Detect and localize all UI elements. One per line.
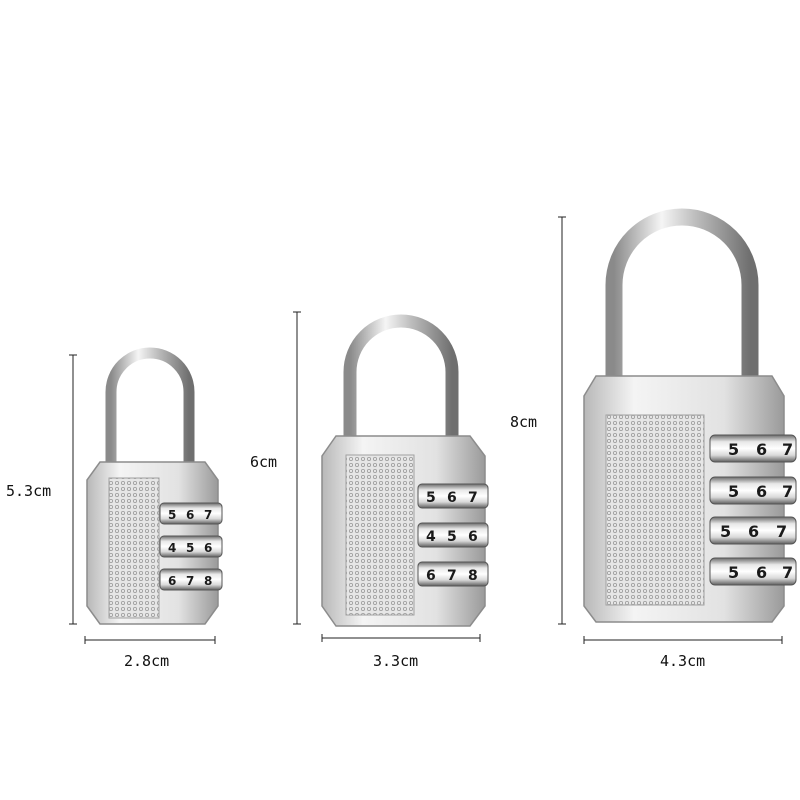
- small-width-dimension-line: [84, 636, 216, 644]
- small-combination-wheels: 5 6 7 4 5 6 6 7 8: [159, 502, 223, 591]
- small-wheel-2-digit-2: 5: [186, 541, 194, 555]
- large-textured-panel: [605, 414, 705, 606]
- medium-padlock: 5 6 7 4 5 6 6 7 8: [293, 311, 489, 642]
- large-wheel-1-digit-1: 5: [728, 440, 739, 459]
- large-padlock: 5 6 7 5 6 7 5 6 7 5 6 7: [558, 208, 797, 644]
- medium-width-label: 3.3cm: [373, 652, 419, 670]
- large-wheel-2-digit-1: 5: [728, 482, 739, 501]
- medium-wheel-1-digit-3: 7: [468, 490, 478, 506]
- large-wheel-2-digit-3: 7: [782, 482, 793, 501]
- medium-height-label: 6cm: [250, 453, 278, 471]
- large-wheel-1-digit-2: 6: [756, 440, 767, 459]
- medium-wheel-1-digit-2: 6: [447, 490, 457, 506]
- small-shackle: [105, 347, 195, 465]
- small-height-dimension-line: [69, 354, 77, 625]
- large-height-dimension-line: [558, 216, 566, 625]
- medium-textured-panel: [345, 454, 415, 616]
- large-wheel-2-digit-2: 6: [756, 482, 767, 501]
- small-wheel-3-digit-3: 8: [204, 574, 212, 588]
- medium-width-dimension-line: [321, 634, 481, 642]
- small-padlock: 5 6 7 4 5 6 6 7 8: [69, 347, 223, 644]
- small-height-label: 5.3cm: [6, 482, 52, 500]
- medium-height-dimension-line: [293, 311, 301, 625]
- small-width-label: 2.8cm: [124, 652, 170, 670]
- medium-combination-wheels: 5 6 7 4 5 6 6 7 8: [417, 483, 489, 587]
- medium-wheel-2-digit-1: 4: [426, 529, 436, 545]
- small-wheel-3-digit-2: 7: [186, 574, 194, 588]
- large-wheel-3-digit-2: 6: [748, 522, 759, 541]
- medium-wheel-2-digit-2: 5: [447, 529, 457, 545]
- large-shackle: [605, 208, 759, 380]
- small-wheel-1-digit-3: 7: [204, 508, 212, 522]
- large-width-label: 4.3cm: [660, 652, 706, 670]
- medium-shackle: [343, 314, 459, 440]
- small-textured-panel: [108, 477, 160, 619]
- small-wheel-1-digit-2: 6: [186, 508, 194, 522]
- large-wheel-3-digit-3: 7: [776, 522, 787, 541]
- large-wheel-4-digit-2: 6: [756, 563, 767, 582]
- medium-wheel-3-digit-1: 6: [426, 568, 436, 584]
- small-wheel-2-digit-1: 4: [168, 541, 176, 555]
- small-wheel-2-digit-3: 6: [204, 541, 212, 555]
- large-width-dimension-line: [583, 636, 783, 644]
- large-wheel-3-digit-1: 5: [720, 522, 731, 541]
- large-height-label: 8cm: [510, 413, 538, 431]
- large-wheel-4-digit-3: 7: [782, 563, 793, 582]
- medium-wheel-3-digit-2: 7: [447, 568, 457, 584]
- large-wheel-4-digit-1: 5: [728, 563, 739, 582]
- medium-wheel-1-digit-1: 5: [426, 490, 436, 506]
- small-wheel-1-digit-1: 5: [168, 508, 176, 522]
- small-wheel-3-digit-1: 6: [168, 574, 176, 588]
- medium-wheel-3-digit-3: 8: [468, 568, 478, 584]
- large-combination-wheels: 5 6 7 5 6 7 5 6 7 5 6 7: [709, 434, 797, 586]
- medium-wheel-2-digit-3: 6: [468, 529, 478, 545]
- large-wheel-1-digit-3: 7: [782, 440, 793, 459]
